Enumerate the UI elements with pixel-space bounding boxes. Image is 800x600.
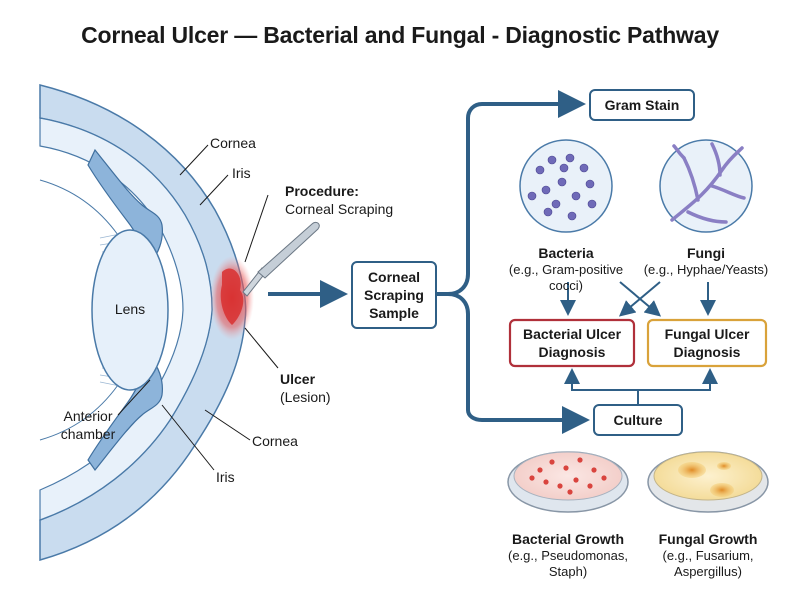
fungi-title: Fungi — [687, 245, 725, 261]
fungal-diagnosis-box: Fungal Ulcer Diagnosis — [646, 318, 768, 368]
label-ulcer-title: Ulcer — [280, 371, 316, 387]
bacterial-growth-sub-line2: Staph) — [549, 564, 587, 579]
label-ulcer-sub: (Lesion) — [280, 389, 331, 405]
cornea-band — [39, 117, 213, 521]
culture-label: Culture — [614, 412, 663, 428]
iris-upper — [87, 148, 163, 263]
sample-line1: Corneal — [368, 269, 420, 285]
lens — [91, 229, 169, 391]
bacterial-petri-dish — [507, 451, 629, 513]
bacterial-dx-line1: Bacterial Ulcer — [523, 326, 622, 342]
sample-box: Corneal Scraping Sample — [351, 261, 437, 329]
bacterial-growth-title: Bacterial Growth — [512, 531, 624, 547]
label-iris-top: Iris — [232, 165, 251, 181]
fungal-petri-dish — [647, 451, 769, 513]
label-cornea-top: Cornea — [210, 135, 256, 151]
fungal-dx-line2: Diagnosis — [674, 344, 741, 360]
culture-box: Culture — [593, 404, 683, 436]
label-anterior-line2: chamber — [61, 426, 116, 442]
label-procedure-name: Corneal Scraping — [285, 201, 393, 217]
fungi-sub: (e.g., Hyphae/Yeasts) — [644, 262, 769, 277]
fungal-dx-line1: Fungal Ulcer — [665, 326, 750, 342]
bacterial-diagnosis-box: Bacterial Ulcer Diagnosis — [508, 318, 636, 368]
fungi-micrograph — [659, 139, 753, 233]
fungal-growth-sub-line1: (e.g., Fusarium, — [662, 548, 753, 563]
bacteria-title: Bacteria — [538, 245, 593, 261]
bacterial-growth-sub-line1: (e.g., Pseudomonas, — [508, 548, 628, 563]
scraping-tool — [242, 221, 320, 297]
flow-arrows — [268, 90, 718, 434]
sample-line3: Sample — [369, 305, 419, 321]
label-procedure-title: Procedure: — [285, 183, 359, 199]
eye-cross-section: Cornea Iris Procedure: Corneal Scraping … — [39, 84, 393, 561]
gram-stain-label: Gram Stain — [605, 97, 680, 113]
label-lens: Lens — [115, 301, 145, 317]
bacteria-sub-line1: (e.g., Gram-positive — [509, 262, 623, 277]
fungal-growth-sub-line2: Aspergillus) — [674, 564, 742, 579]
fungal-growth-title: Fungal Growth — [659, 531, 758, 547]
sample-line2: Scraping — [364, 287, 424, 303]
bacteria-sub-line2: cocci) — [549, 278, 583, 293]
label-anterior-line1: Anterior — [63, 408, 112, 424]
bacterial-dx-line2: Diagnosis — [539, 344, 606, 360]
bacteria-micrograph — [519, 139, 613, 233]
label-cornea-bottom: Cornea — [252, 433, 298, 449]
page-title: Corneal Ulcer — Bacterial and Fungal - D… — [81, 22, 719, 48]
label-iris-bottom: Iris — [216, 469, 235, 485]
gram-stain-box: Gram Stain — [589, 89, 695, 121]
